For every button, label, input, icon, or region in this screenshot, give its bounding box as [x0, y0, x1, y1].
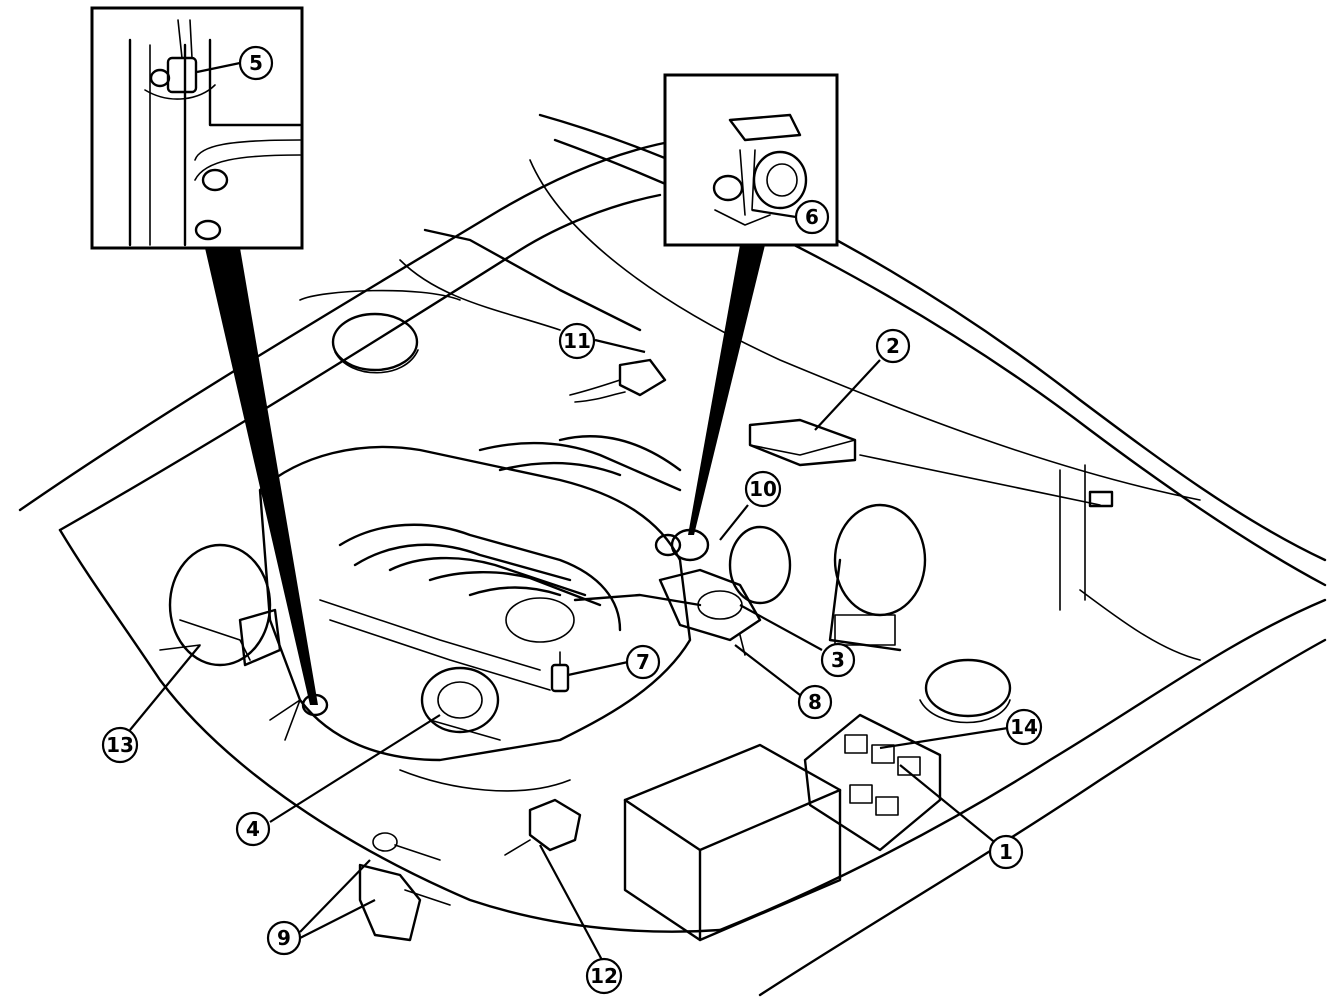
callout-4: 4 [235, 811, 271, 847]
callout-3-label: 3 [831, 648, 845, 672]
callout-9: 9 [266, 920, 302, 956]
callout-13-label: 13 [106, 733, 134, 757]
callout-11-label: 11 [563, 329, 591, 353]
callout-5-label: 5 [249, 51, 263, 75]
inset-detail-5 [90, 6, 304, 250]
callout-12: 12 [585, 957, 623, 995]
callout-12-label: 12 [590, 964, 618, 988]
component-13-assembly [159, 543, 282, 667]
callout-1-label: 1 [999, 840, 1013, 864]
component-2-unit [748, 418, 1114, 508]
callout-3: 3 [820, 642, 856, 678]
callout-6: 6 [794, 199, 830, 235]
callout-14-label: 14 [1010, 715, 1038, 739]
callout-13: 13 [101, 726, 139, 764]
component-9-switches [358, 832, 451, 942]
component-5-location [269, 693, 329, 741]
callout-14: 14 [1005, 708, 1043, 746]
callout-8: 8 [797, 684, 833, 720]
component-7-sensor [550, 651, 570, 693]
callout-5: 5 [238, 45, 274, 81]
distributor [420, 666, 501, 741]
callout-8-label: 8 [808, 690, 822, 714]
callout-2-label: 2 [886, 334, 900, 358]
battery [623, 743, 842, 942]
relay-box [803, 713, 942, 852]
inset-5-pointer [205, 248, 318, 705]
engine-block [258, 435, 702, 792]
callout-4-label: 4 [246, 817, 260, 841]
callout-9-label: 9 [277, 926, 291, 950]
callout-11: 11 [558, 322, 596, 360]
strut-tower-right [919, 658, 1012, 724]
callout-7: 7 [625, 644, 661, 680]
leader-lines [129, 61, 1009, 961]
inset-6-pointer [688, 245, 765, 535]
callout-7-label: 7 [636, 650, 650, 674]
callout-6-label: 6 [805, 205, 819, 229]
callout-10-label: 10 [749, 477, 777, 501]
callout-1: 1 [988, 834, 1024, 870]
callout-2: 2 [875, 328, 911, 364]
strut-tower-left [299, 289, 461, 374]
component-12-sensor [504, 798, 582, 856]
component-11-connector [569, 358, 667, 403]
callout-10: 10 [744, 470, 782, 508]
brake-booster [828, 503, 927, 652]
throttle-body [654, 525, 792, 656]
